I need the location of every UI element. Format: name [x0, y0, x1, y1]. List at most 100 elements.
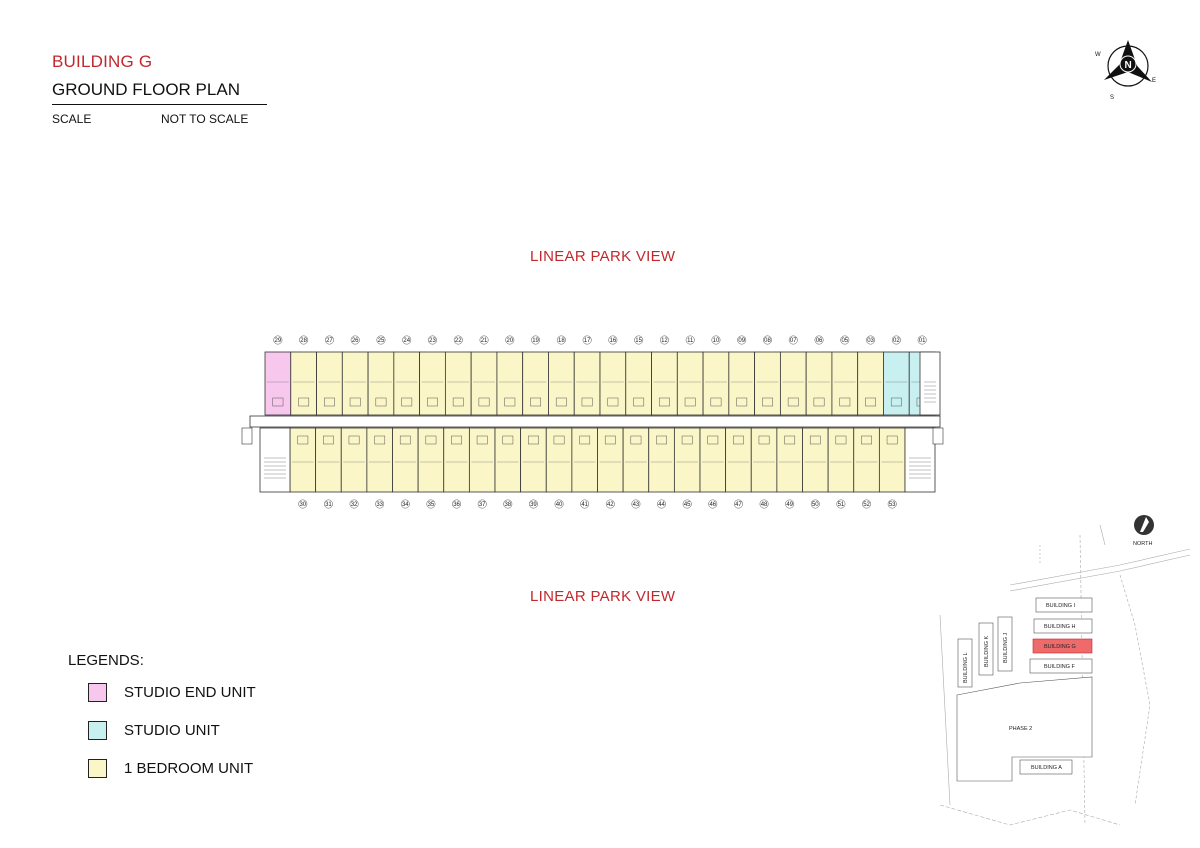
unit-number-bubble [788, 335, 798, 345]
unit-number-bubble [866, 335, 876, 345]
unit-number-bubble [375, 499, 385, 509]
unit-number-top: 02 [893, 338, 900, 344]
building-j-footprint [997, 616, 1013, 672]
unit-number-top: 28 [300, 338, 307, 344]
unit-number-bubble [631, 499, 641, 509]
unit-number-bottom: 52 [863, 502, 870, 508]
unit-number-bubble [452, 499, 462, 509]
unit-top-07 [779, 351, 807, 416]
unit-number-top: 01 [919, 338, 926, 344]
unit-top-10 [702, 351, 730, 416]
unit-number-bubble [810, 499, 820, 509]
unit-bottom-35 [417, 427, 445, 493]
unit-number-bottom: 39 [530, 502, 537, 508]
building-a-label: BUILDING A [1031, 765, 1062, 771]
unit-top-11 [676, 351, 704, 416]
unit-number-bubble [580, 499, 590, 509]
bottom-unit-row [289, 427, 906, 493]
unit-bottom-38 [494, 427, 522, 493]
unit-number-bubble [685, 335, 695, 345]
unit-bathroom [839, 397, 851, 407]
unit-number-bottom: 49 [786, 502, 793, 508]
stair-core-west [259, 427, 291, 493]
unit-number-bottom: 44 [658, 502, 665, 508]
unit-bathroom [659, 397, 670, 407]
unit-top-16 [599, 351, 627, 416]
unit-bathroom [835, 435, 847, 445]
unit-top-08 [754, 351, 781, 416]
unit-number-bubble [528, 499, 538, 509]
view-label-bottom: LINEAR PARK VIEW [530, 588, 676, 605]
unit-bottom-31 [315, 427, 342, 493]
unit-bathroom [375, 397, 387, 407]
unit-bottom-33 [366, 427, 393, 493]
unit-top-15 [625, 351, 652, 416]
unit-number-top: 27 [326, 338, 333, 344]
compass-letter-e: E [1152, 78, 1156, 84]
unit-number-top: 03 [867, 338, 874, 344]
unit-number-top: 07 [790, 338, 797, 344]
unit-number-bubble [531, 335, 541, 345]
unit-bathroom [762, 397, 773, 407]
unit-number-bottom: 32 [351, 502, 358, 508]
unit-number-top: 19 [532, 338, 539, 344]
legend-title: LEGENDS: [68, 652, 144, 669]
building-f-footprint [1029, 658, 1093, 674]
building-l-label: BUILDING L [963, 652, 969, 683]
unit-number-bubble [657, 499, 667, 509]
unit-number-bubble [505, 335, 515, 345]
unit-top-12 [651, 351, 678, 416]
service-core-east [919, 351, 941, 416]
site-linework [939, 524, 1191, 826]
unit-bathroom [579, 435, 591, 445]
legend-label-studio-end: STUDIO END UNIT [124, 684, 256, 701]
entrance-west [241, 427, 253, 445]
unit-number-bottom: 37 [479, 502, 486, 508]
unit-number-top: 15 [635, 338, 642, 344]
scale-label: SCALE [52, 112, 92, 126]
unit-bathroom [451, 435, 462, 445]
unit-number-bubble [759, 499, 769, 509]
site-key-plan: NORTH BUILDING I BUILDING H BUILDING G B… [939, 515, 1191, 826]
unit-number-bubble [711, 335, 721, 345]
unit-number-bottom: 53 [889, 502, 896, 508]
unit-number-bottom: 50 [812, 502, 819, 508]
unit-number-bubble [840, 335, 850, 345]
unit-number-bubble [836, 499, 846, 509]
legend-label-one-bedroom: 1 BEDROOM UNIT [124, 760, 254, 777]
unit-number-bubble [659, 335, 669, 345]
unit-top-21 [470, 351, 498, 416]
unit-top-25 [367, 351, 395, 416]
building-l-footprint [957, 638, 973, 688]
unit-bottom-50 [802, 427, 829, 493]
unit-number-bubble [682, 499, 692, 509]
unit-bottom-41 [571, 427, 598, 493]
unit-bathroom [476, 435, 488, 445]
unit-number-bottom: 48 [761, 502, 768, 508]
unit-number-top: 23 [429, 338, 436, 344]
unit-number-bubble [634, 335, 644, 345]
unit-number-top: 17 [584, 338, 591, 344]
unit-number-bubble [891, 335, 901, 345]
unit-number-top: 22 [455, 338, 462, 344]
unit-bathroom [861, 435, 872, 445]
unit-bottom-42 [597, 427, 624, 493]
legend-label-studio: STUDIO UNIT [124, 722, 220, 739]
unit-bathroom [604, 435, 616, 445]
building-g-label: BUILDING G [1044, 644, 1076, 650]
unit-bottom-46 [699, 427, 727, 493]
unit-bathroom [733, 435, 744, 445]
unit-bathroom [633, 397, 645, 407]
unit-bottom-53 [878, 427, 906, 493]
unit-bathroom [553, 435, 565, 445]
unit-bottom-32 [340, 427, 368, 493]
unit-bottom-45 [673, 427, 701, 493]
unit-number-bubble [554, 499, 564, 509]
unit-number-top: 09 [738, 338, 745, 344]
unit-number-top: 05 [841, 338, 848, 344]
unit-bathroom [865, 397, 876, 407]
unit-top-09 [728, 351, 756, 416]
unit-number-bubble [608, 335, 618, 345]
unit-bottom-49 [776, 427, 803, 493]
unit-number-top: 25 [378, 338, 385, 344]
